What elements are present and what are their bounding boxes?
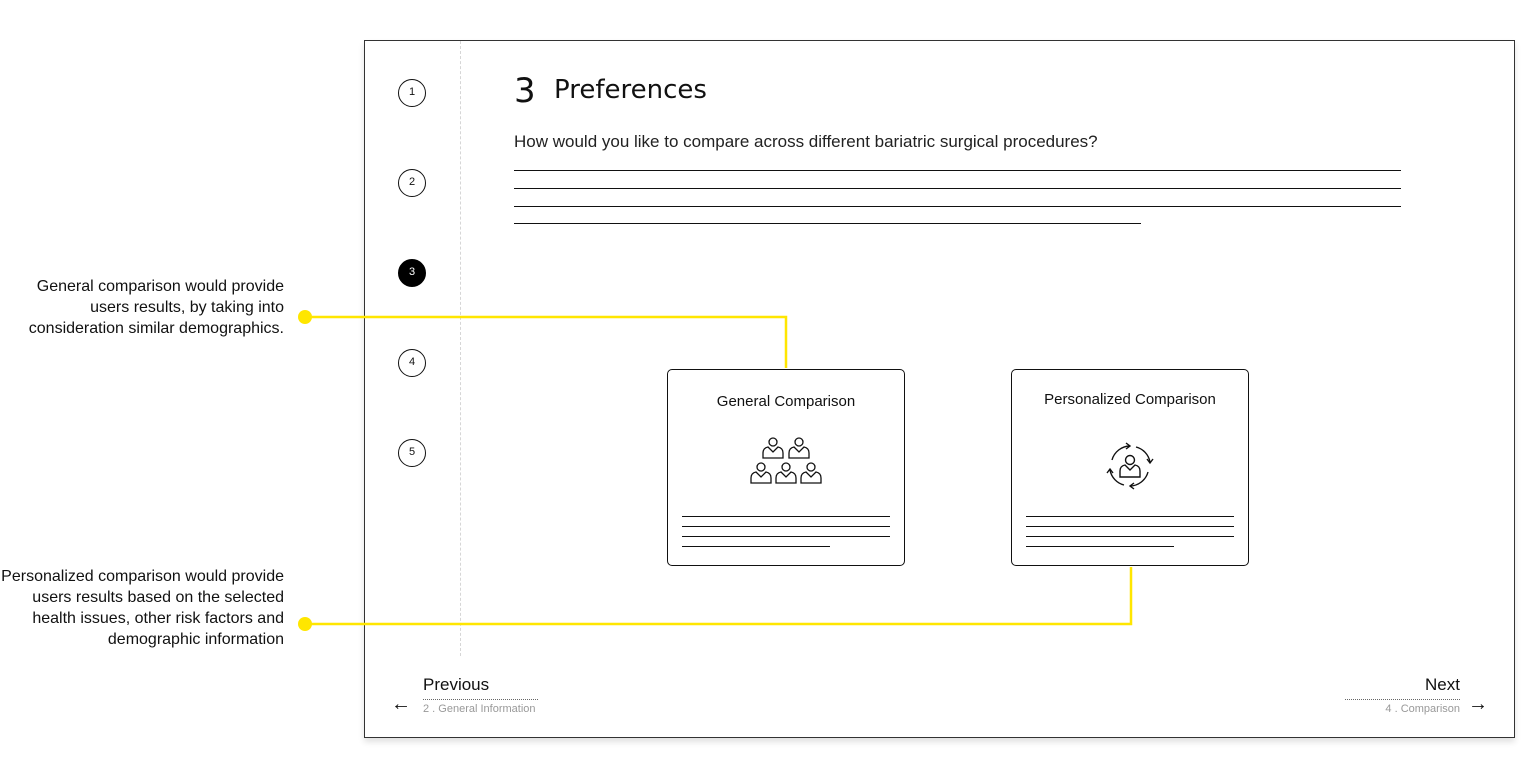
callout-general-dot [298, 310, 312, 324]
page-step-number: 3 [514, 71, 536, 111]
annotation-personalized-comparison: Personalized comparison would provide us… [1, 568, 284, 648]
wizard-frame: 1 2 3 4 5 3 Preferences How would you li… [364, 40, 1515, 738]
page-title: Preferences [554, 75, 707, 105]
placeholder-line [514, 170, 1401, 171]
arrow-left-icon: ← [391, 693, 411, 715]
placeholder-line [514, 223, 1141, 224]
previous-button[interactable]: ← Previous 2 . General Information [391, 675, 538, 715]
general-comparison-card[interactable]: General Comparison [667, 369, 905, 566]
stepper-divider [460, 41, 461, 656]
card-placeholder-line [682, 546, 830, 547]
step-3-active[interactable]: 3 [398, 259, 426, 287]
person-with-cycle-arrows-icon [1012, 440, 1248, 497]
card-placeholder-line [682, 536, 890, 537]
arrow-right-icon: → [1468, 693, 1488, 715]
placeholder-line [514, 188, 1401, 189]
next-step-name: 4 . Comparison [1385, 703, 1460, 715]
question-text: How would you like to compare across dif… [514, 132, 1098, 151]
placeholder-line [514, 206, 1401, 207]
card-title: General Comparison [716, 393, 856, 410]
card-placeholder-line [1026, 536, 1234, 537]
step-1[interactable]: 1 [398, 79, 426, 107]
step-4[interactable]: 4 [398, 349, 426, 377]
group-of-people-icon [668, 436, 904, 491]
callout-personalized-dot [298, 617, 312, 631]
previous-label: Previous [423, 675, 490, 694]
card-placeholder-line [1026, 526, 1234, 527]
step-2[interactable]: 2 [398, 169, 426, 197]
next-button[interactable]: → Next 4 . Comparison [1345, 675, 1488, 715]
next-label: Next [1425, 675, 1460, 694]
card-placeholder-line [682, 516, 890, 517]
card-placeholder-line [682, 526, 890, 527]
nav-divider [1345, 699, 1460, 700]
nav-divider [423, 699, 538, 700]
card-placeholder-line [1026, 516, 1234, 517]
annotation-general-comparison: General comparison would provide users r… [28, 278, 284, 337]
card-title: Personalized Comparison [1044, 391, 1216, 408]
step-5[interactable]: 5 [398, 439, 426, 467]
previous-step-name: 2 . General Information [423, 703, 536, 715]
card-placeholder-line [1026, 546, 1174, 547]
personalized-comparison-card[interactable]: Personalized Comparison [1011, 369, 1249, 566]
